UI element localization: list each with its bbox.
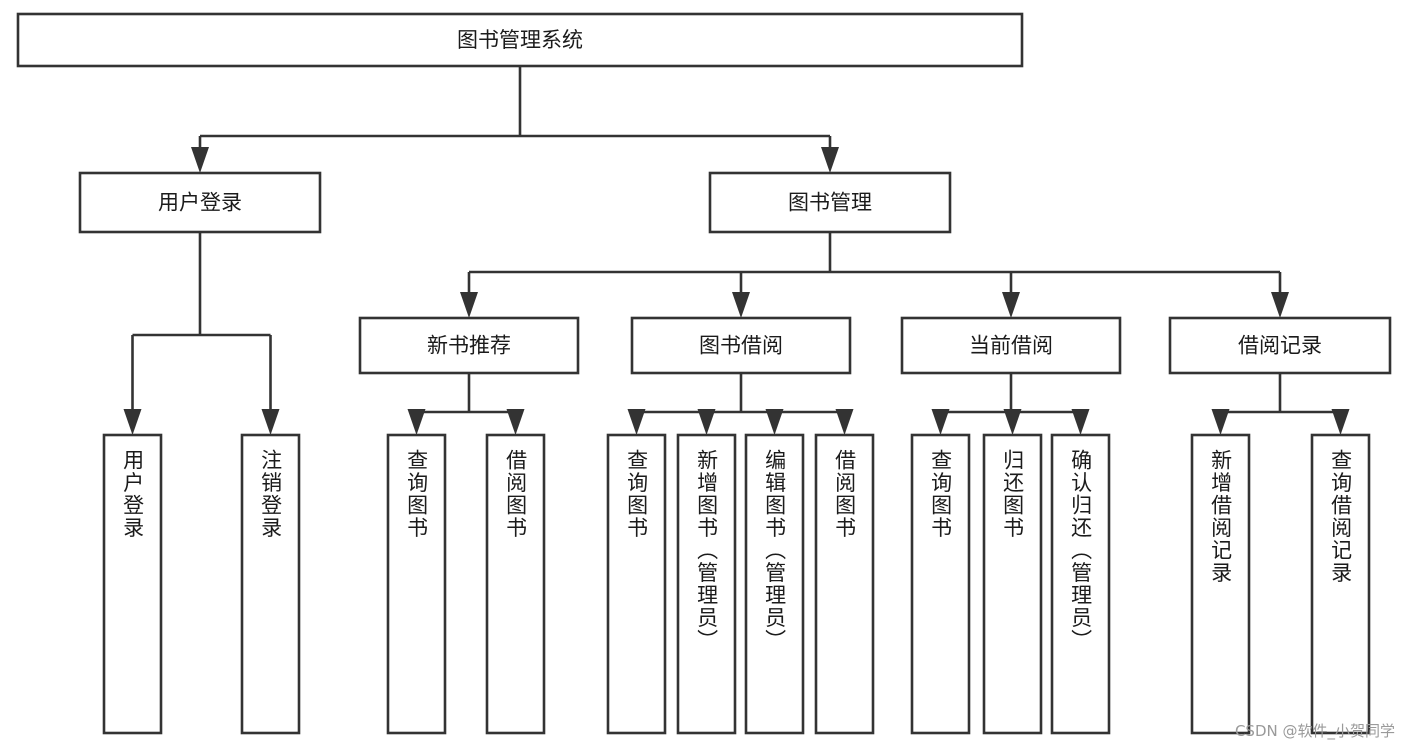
- node-label-new-book-recommend: 新书推荐: [427, 334, 511, 358]
- node-box-leaf-return-book[interactable]: [982, 433, 1043, 735]
- node-box-borrow-record[interactable]: [1168, 316, 1392, 375]
- node-label-user-login: 用户登录: [158, 191, 242, 215]
- node-box-book-manage[interactable]: [708, 171, 952, 234]
- arrow-head-icon: [697, 409, 716, 435]
- node-box-book-borrow[interactable]: [630, 316, 852, 375]
- arrow-head-icon: [732, 292, 750, 318]
- node-label-borrow-record: 借阅记录: [1238, 334, 1322, 358]
- arrow-head-icon: [191, 147, 209, 173]
- arrow-head-icon: [765, 409, 784, 435]
- node-label-current-borrow: 当前借阅: [969, 334, 1053, 358]
- node-box-root[interactable]: [16, 12, 1024, 68]
- node-box-leaf-query-book-current[interactable]: [910, 433, 971, 735]
- arrow-head-icon: [1331, 409, 1350, 435]
- arrow-head-icon: [627, 409, 646, 435]
- arrow-head-icon: [123, 409, 142, 435]
- node-box-leaf-query-borrow-record[interactable]: [1310, 433, 1371, 735]
- node-box-leaf-add-book-admin[interactable]: [676, 433, 737, 735]
- node-box-current-borrow[interactable]: [900, 316, 1122, 375]
- arrow-head-icon: [1003, 409, 1022, 435]
- node-box-leaf-query-book-recommend[interactable]: [386, 433, 447, 735]
- node-box-user-login[interactable]: [78, 171, 322, 234]
- node-box-leaf-borrow-book[interactable]: [814, 433, 875, 735]
- box-layer: [16, 12, 1392, 735]
- arrow-head-icon: [1071, 409, 1090, 435]
- node-box-leaf-confirm-return-admin[interactable]: [1050, 433, 1111, 735]
- arrow-head-icon: [821, 147, 839, 173]
- arrow-head-icon: [460, 292, 478, 318]
- watermark-text: CSDN @软件_小贺同学: [1234, 722, 1395, 740]
- arrow-head-icon: [407, 409, 426, 435]
- node-label-book-manage: 图书管理: [788, 191, 872, 215]
- arrow-head-icon: [506, 409, 525, 435]
- arrow-head-icon: [1271, 292, 1289, 318]
- node-box-new-book-recommend[interactable]: [358, 316, 580, 375]
- node-box-leaf-borrow-book-recommend[interactable]: [485, 433, 546, 735]
- connector-layer: [123, 66, 1350, 435]
- arrow-head-icon: [1002, 292, 1020, 318]
- arrow-head-icon: [1211, 409, 1230, 435]
- node-label-root: 图书管理系统: [457, 28, 583, 52]
- arrow-head-icon: [835, 409, 854, 435]
- node-label-book-borrow: 图书借阅: [699, 334, 783, 358]
- node-box-leaf-logout-login[interactable]: [240, 433, 301, 735]
- node-box-leaf-user-login[interactable]: [102, 433, 163, 735]
- arrow-head-icon: [261, 409, 280, 435]
- arrow-head-icon: [931, 409, 950, 435]
- node-box-leaf-add-borrow-record[interactable]: [1190, 433, 1251, 735]
- node-box-leaf-query-book-borrow[interactable]: [606, 433, 667, 735]
- node-box-leaf-edit-book-admin[interactable]: [744, 433, 805, 735]
